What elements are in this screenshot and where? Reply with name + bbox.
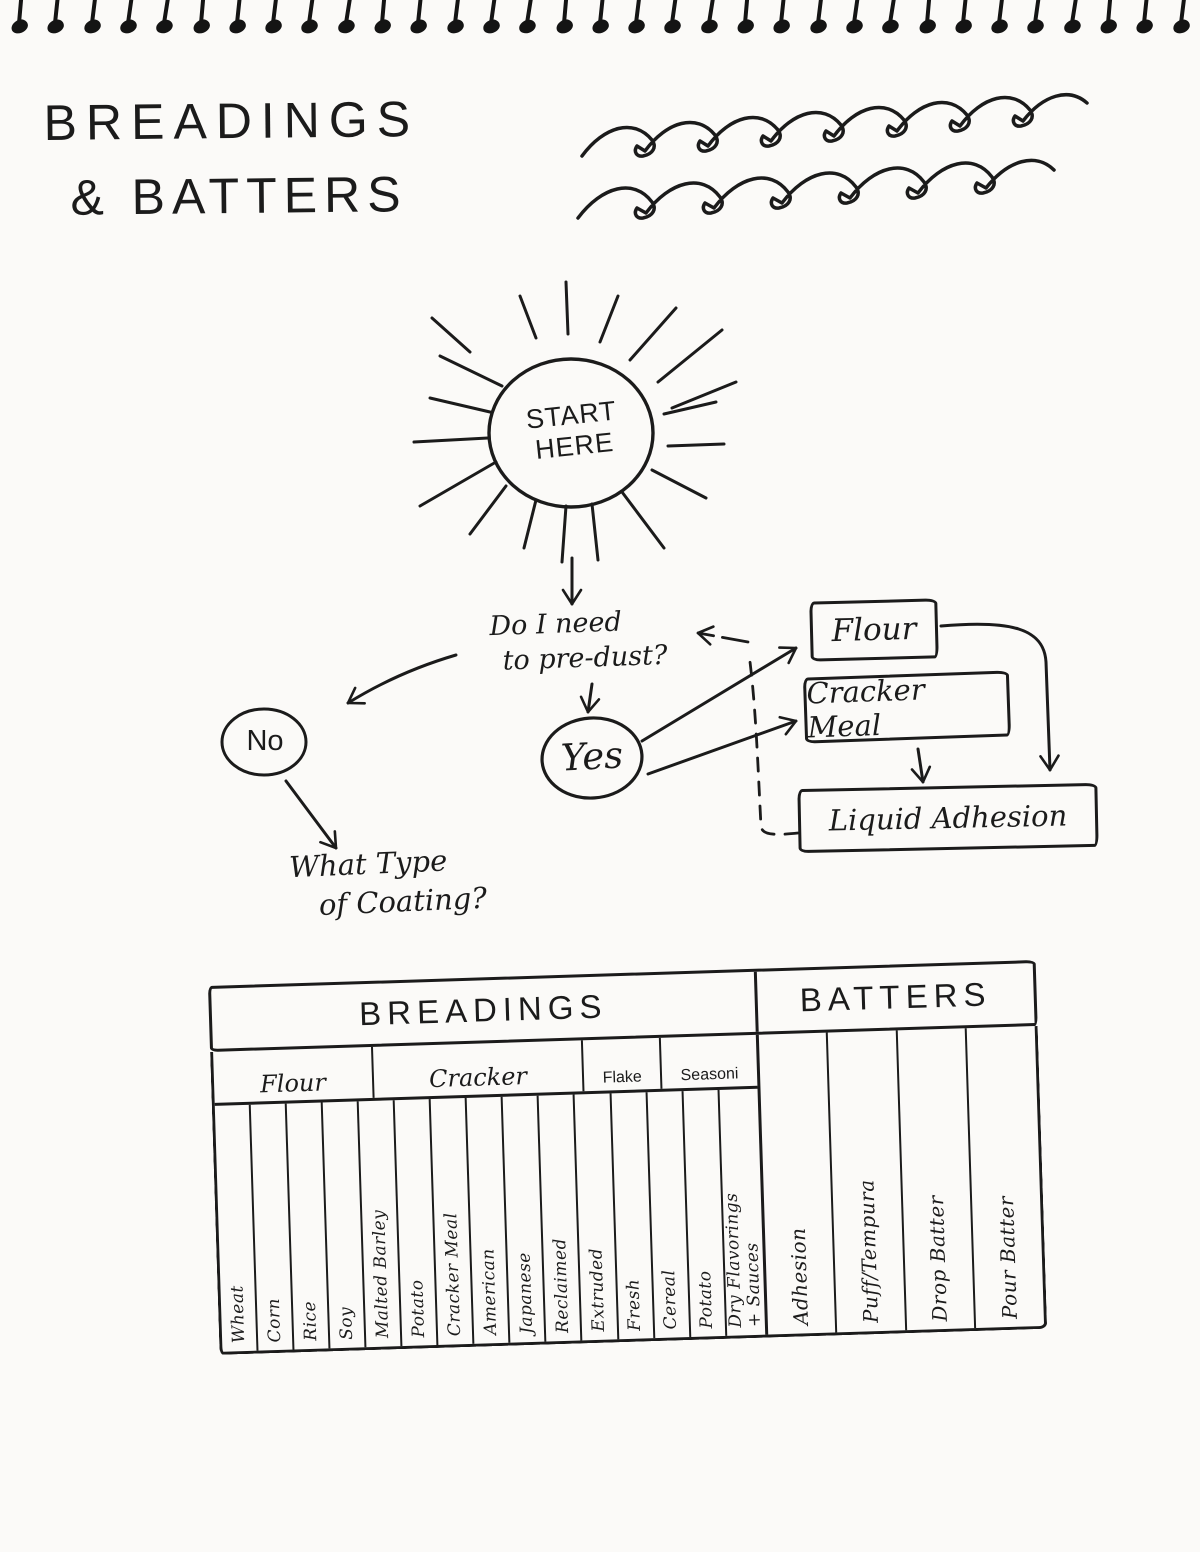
yes-to-flour-arrow — [640, 646, 798, 743]
yes-ellipse — [540, 716, 644, 800]
breadings-section: Flour Cracker Flake Seasoni Wheat Corn Rice So… — [213, 1034, 769, 1352]
yes-to-cracker-meal-arrow — [646, 715, 798, 776]
subgroup-label: Flour — [259, 1068, 327, 1099]
column-label: American — [478, 1248, 501, 1336]
no-node-label: No — [246, 725, 284, 757]
subgroup-cracker: Cracker — [370, 1040, 583, 1098]
column-label: Adhesion — [786, 1227, 814, 1326]
column-label: Cereal — [659, 1269, 682, 1330]
column-label: Japanese — [514, 1252, 537, 1335]
flour-box-label: Flour — [831, 610, 917, 650]
liquid-adhesion-box: Liquid Adhesion — [797, 782, 1099, 854]
sun-icon — [412, 280, 738, 564]
coating-question: What Type of Coating? — [288, 840, 487, 927]
column-label: Reclaimed — [550, 1237, 573, 1334]
predust-question-line2: to pre-dust? — [502, 640, 668, 677]
subgroup-label: Flake — [602, 1068, 643, 1087]
batters-header: BATTERS — [799, 975, 992, 1019]
liquid-adhesion-box-label: Liquid Adhesion — [828, 798, 1068, 838]
column-label: Rice — [299, 1300, 321, 1342]
table-body: Flour Cracker Flake Seasoni Wheat Corn Rice So… — [210, 1025, 1048, 1355]
no-to-coating-arrow — [284, 779, 338, 850]
column-label: Extruded — [586, 1247, 610, 1333]
cracker-meal-box: Cracker Meal — [802, 670, 1012, 745]
column-label: Potato — [407, 1279, 429, 1338]
column-pour-batter: Pour Batter — [965, 1026, 1045, 1329]
column-dry-flavorings-sauces: Dry Flavorings + Sauces — [717, 1088, 765, 1336]
column-label: Dry Flavorings + Sauces — [721, 1192, 765, 1328]
flour-box: Flour — [809, 598, 939, 662]
squiggle-doodle — [576, 93, 1089, 220]
liquid-feedback-dashed-arrow — [696, 625, 800, 836]
column-label: Malted Barley — [368, 1209, 393, 1339]
column-label: Corn — [263, 1297, 285, 1343]
column-label: Potato — [695, 1270, 718, 1329]
subgroup-flour: Flour — [213, 1047, 372, 1103]
column-puff-tempura: Puff/Tempura — [826, 1030, 906, 1333]
batters-columns: Adhesion Puff/Tempura Drop Batter Pour Batt… — [759, 1026, 1045, 1335]
flour-to-liquid-arrow — [939, 622, 1060, 772]
subgroup-seasoni: Seasoni — [658, 1034, 758, 1089]
subgroup-label: Seasoni — [680, 1065, 739, 1085]
yes-node-label: Yes — [559, 733, 625, 780]
subgroup-label: Cracker — [428, 1062, 528, 1094]
column-label: Wheat — [226, 1284, 249, 1344]
no-ellipse — [220, 707, 308, 777]
subgroup-flake: Flake — [581, 1037, 661, 1092]
column-label: Fresh — [623, 1278, 646, 1332]
column-label: Puff/Tempura — [854, 1179, 883, 1324]
column-label: Drop Batter — [924, 1194, 953, 1322]
column-drop-batter: Drop Batter — [895, 1028, 975, 1331]
column-label: Pour Batter — [994, 1195, 1022, 1320]
column-label: Soy — [335, 1306, 357, 1341]
cracker-meal-to-liquid-arrow — [910, 747, 932, 784]
predust-question: Do I need to pre-dust? — [489, 603, 668, 679]
cracker-meal-box-label: Cracker Meal — [805, 672, 926, 745]
predust-to-yes-arrow — [579, 682, 601, 714]
column-label: Cracker Meal — [441, 1212, 465, 1337]
column-adhesion: Adhesion — [759, 1033, 836, 1335]
predust-to-no-arrow — [346, 653, 458, 705]
